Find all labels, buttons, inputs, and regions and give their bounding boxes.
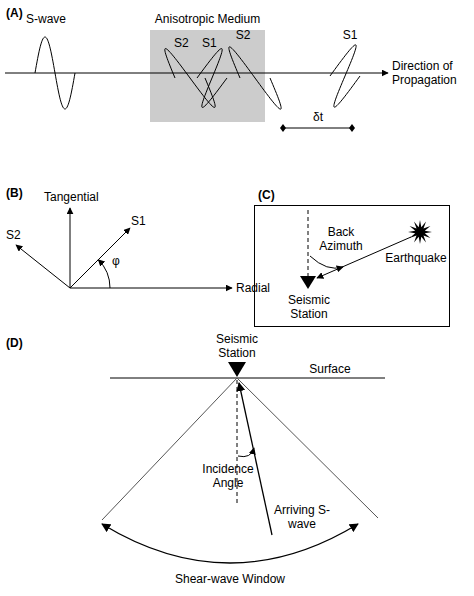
panel-letter: (B) <box>6 186 23 200</box>
panel-letter: (C) <box>258 188 275 202</box>
wave-label: S1 <box>335 28 365 42</box>
delay-bar <box>283 128 352 129</box>
wave-label: S1 <box>202 36 217 50</box>
delay-bar-end <box>280 124 355 132</box>
window-boundary <box>102 378 237 520</box>
s-wave-trace <box>35 37 75 109</box>
anisotropic-medium-box: Anisotropic MediumS2S1 <box>150 30 265 122</box>
tangential-axis <box>70 208 71 288</box>
station-symbol <box>300 276 316 289</box>
wave-label: S2 <box>174 36 189 50</box>
medium-label: Anisotropic Medium <box>146 12 270 26</box>
azimuth-label: Back Azimuth <box>306 225 376 253</box>
surface-label: Surface <box>300 362 360 376</box>
station-label: Seismic Station <box>209 332 265 360</box>
back-azimuth-arc <box>310 256 343 268</box>
wave-label: S1 <box>131 214 146 228</box>
station-label: Seismic Station <box>281 293 337 321</box>
surface-line <box>110 378 385 379</box>
window-boundary <box>237 378 378 518</box>
s1-wave-trace <box>330 45 360 107</box>
panel-letter: (D) <box>6 336 23 350</box>
window-label: Shear-wave Window <box>160 572 300 586</box>
ray-label: Arriving S-wave <box>273 503 331 531</box>
delay-label: δt <box>303 110 333 124</box>
radial-axis <box>70 288 232 289</box>
phi-angle-arc <box>98 260 110 288</box>
s1-polarization <box>70 228 130 288</box>
map-view-frame: Back AzimuthEarthquakeSeismic Station <box>254 205 450 327</box>
angle-label: Incidence Angle <box>198 462 258 490</box>
incidence-arc <box>238 448 254 457</box>
earthquake-label: Earthquake <box>376 251 456 265</box>
north-reference <box>308 210 309 276</box>
window-arc <box>102 524 358 563</box>
wave-label: S2 <box>228 28 258 42</box>
arriving-ray <box>239 383 272 535</box>
axis-label: Tangential <box>44 190 99 204</box>
wave-label: S2 <box>6 228 21 242</box>
station-symbol <box>228 362 246 377</box>
angle-label: φ <box>112 254 120 268</box>
earthquake-symbol <box>408 220 432 244</box>
wave-label: S-wave <box>16 12 76 26</box>
s2-polarization <box>16 245 70 288</box>
axis-label: Radial <box>236 281 270 295</box>
axis-label: Direction of Propagation <box>392 59 472 87</box>
panel-letter: (A) <box>6 6 23 20</box>
